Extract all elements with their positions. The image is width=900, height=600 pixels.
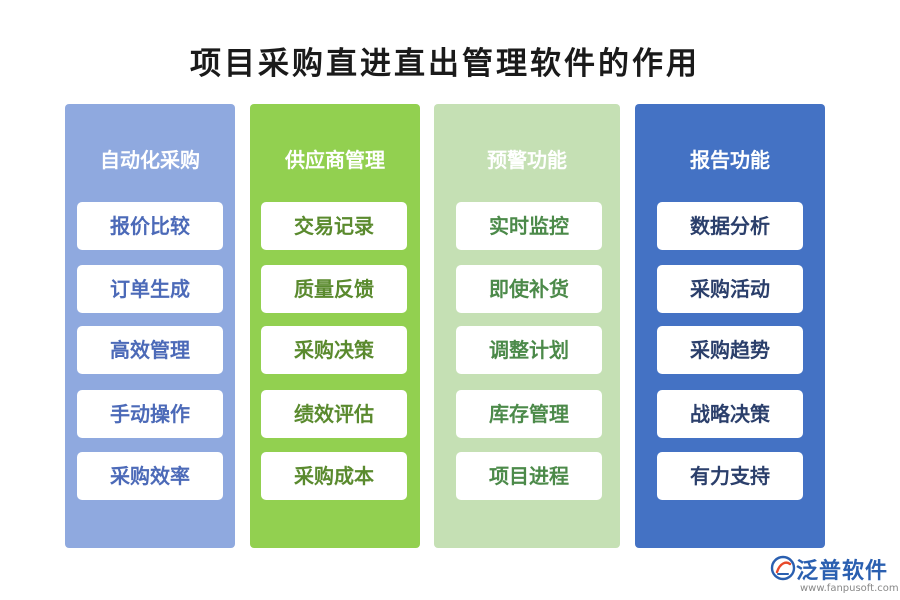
brand-name: 泛普软件 [796, 559, 889, 584]
column-item: 采购决策 [261, 326, 407, 374]
fanpu-logo-icon [770, 555, 796, 581]
column-item: 采购活动 [657, 265, 803, 313]
column-heading: 预警功能 [487, 148, 567, 172]
page-title: 项目采购直进直出管理软件的作用 [190, 46, 700, 82]
column-item: 即使补货 [456, 265, 602, 313]
column-alert-function: 预警功能 实时监控 即使补货 调整计划 库存管理 项目进程 [434, 104, 620, 548]
brand-url: www.fanpusoft.com [800, 583, 899, 594]
column-item: 手动操作 [77, 390, 223, 438]
column-item: 订单生成 [77, 265, 223, 313]
column-item: 采购成本 [261, 452, 407, 500]
column-item: 战略决策 [657, 390, 803, 438]
column-item: 采购趋势 [657, 326, 803, 374]
column-item: 采购效率 [77, 452, 223, 500]
brand-watermark: 泛普软件 www.fanpusoft.com [770, 553, 899, 597]
column-item: 报价比较 [77, 202, 223, 250]
column-heading: 自动化采购 [100, 148, 200, 172]
column-heading: 报告功能 [690, 148, 770, 172]
column-item: 调整计划 [456, 326, 602, 374]
column-item: 质量反馈 [261, 265, 407, 313]
column-report-function: 报告功能 数据分析 采购活动 采购趋势 战略决策 有力支持 [635, 104, 825, 548]
column-item: 高效管理 [77, 326, 223, 374]
column-item: 有力支持 [657, 452, 803, 500]
column-item: 项目进程 [456, 452, 602, 500]
column-heading: 供应商管理 [285, 148, 385, 172]
column-supplier-management: 供应商管理 交易记录 质量反馈 采购决策 绩效评估 采购成本 [250, 104, 420, 548]
column-item: 数据分析 [657, 202, 803, 250]
column-item: 实时监控 [456, 202, 602, 250]
column-item: 绩效评估 [261, 390, 407, 438]
column-automated-procurement: 自动化采购 报价比较 订单生成 高效管理 手动操作 采购效率 [65, 104, 235, 548]
column-item: 交易记录 [261, 202, 407, 250]
column-item: 库存管理 [456, 390, 602, 438]
